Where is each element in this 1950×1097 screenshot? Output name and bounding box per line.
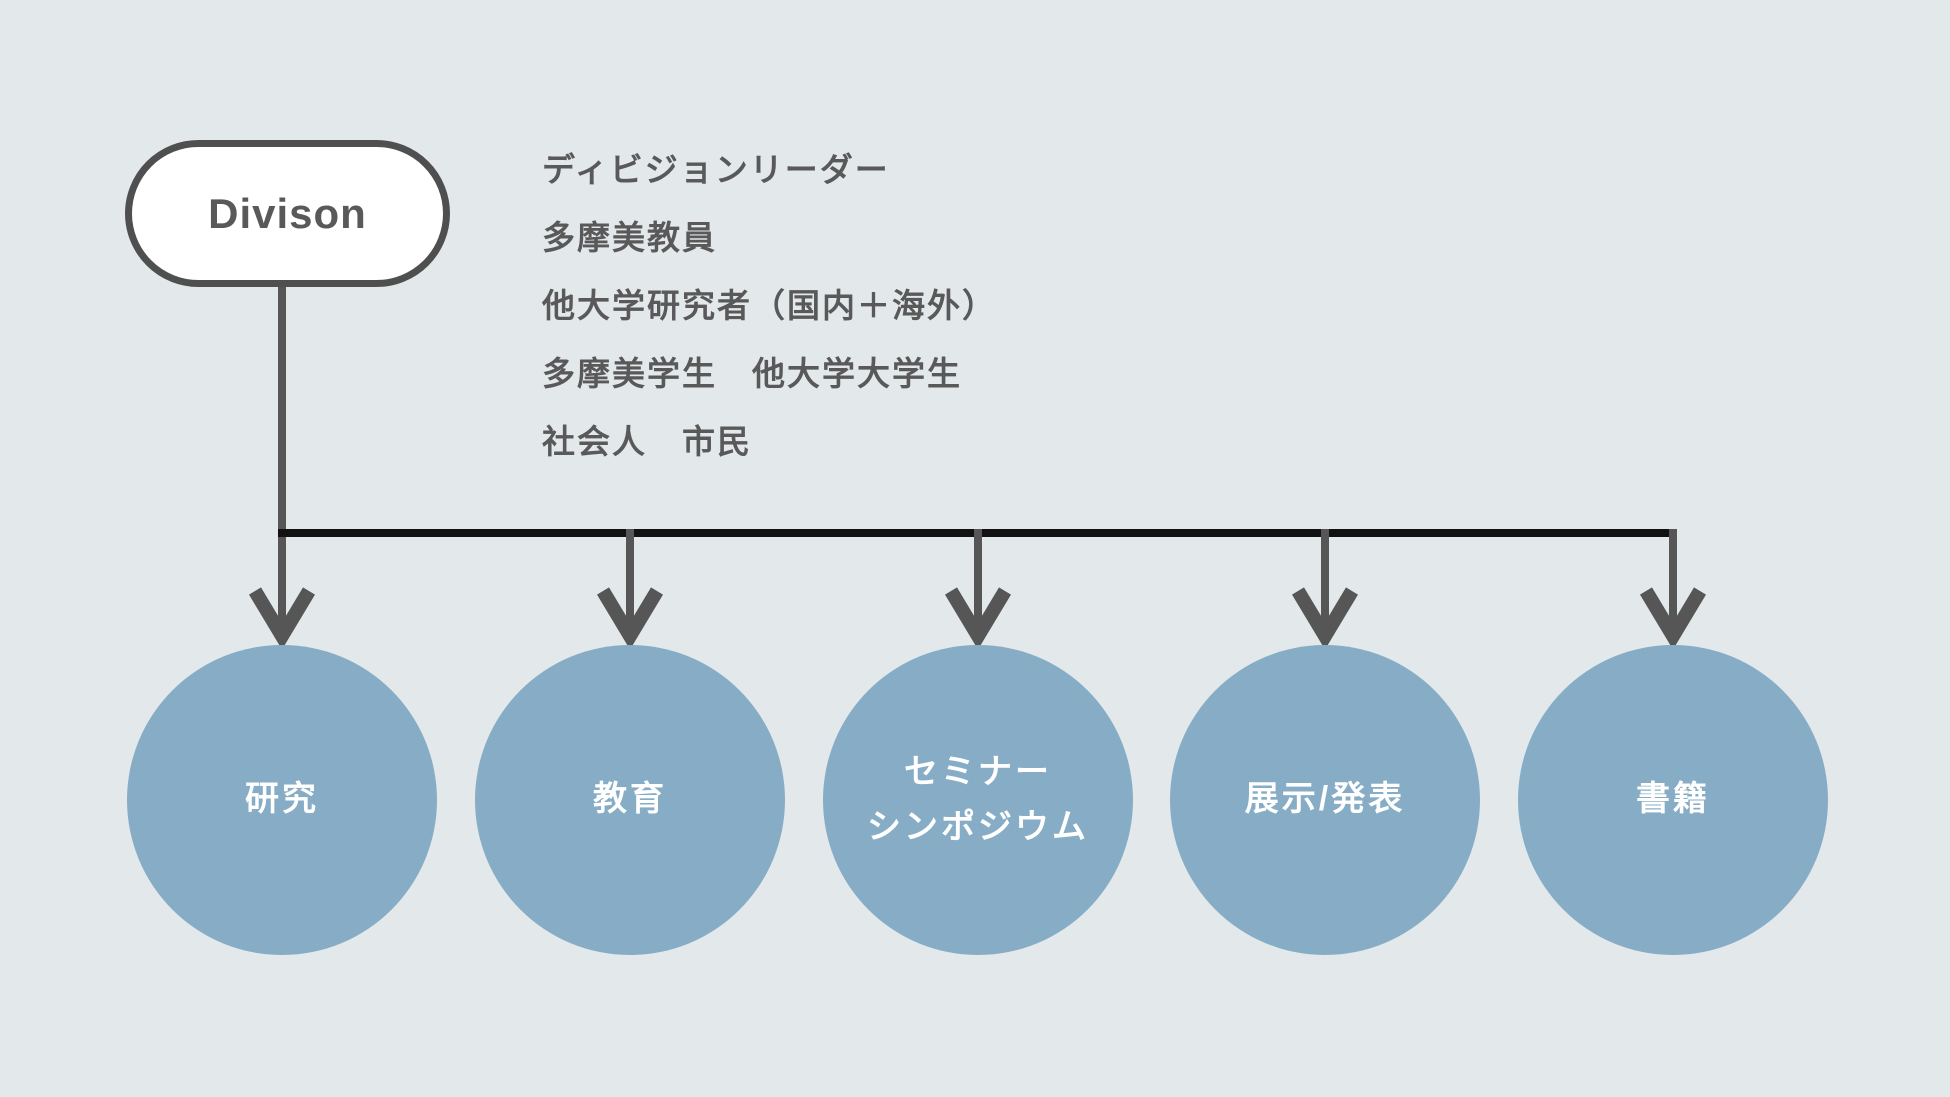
node-exhibition-presentation: 展示/発表 xyxy=(1170,645,1480,955)
arrowhead-research-icon xyxy=(248,587,316,650)
arrowhead-exhibition-icon xyxy=(1291,587,1359,650)
node-education-label: 教育 xyxy=(593,780,667,819)
node-seminar-symposium: セミナー シンポジウム xyxy=(823,645,1133,955)
node-education: 教育 xyxy=(475,645,785,955)
node-research-label: 研究 xyxy=(245,780,319,819)
node-books: 書籍 xyxy=(1518,645,1828,955)
stakeholder-item-researchers: 他大学研究者（国内＋海外） xyxy=(542,287,997,324)
stakeholder-item-leader: ディビジョンリーダー xyxy=(542,151,890,188)
arrowhead-education-icon xyxy=(596,587,664,650)
division-node: Divison xyxy=(125,140,450,287)
stakeholder-list: ディビジョンリーダー 多摩美教員 他大学研究者（国内＋海外） 多摩美学生 他大学… xyxy=(542,136,997,476)
node-exhibition-presentation-label: 展示/発表 xyxy=(1244,780,1406,819)
stakeholder-item-students: 多摩美学生 他大学大学生 xyxy=(542,355,962,392)
division-label: Divison xyxy=(208,189,367,237)
arrowhead-seminar-icon xyxy=(944,587,1012,650)
node-research: 研究 xyxy=(127,645,437,955)
stakeholder-item-faculty: 多摩美教員 xyxy=(542,219,717,256)
node-books-label: 書籍 xyxy=(1636,780,1710,819)
node-seminar-symposium-label: セミナー シンポジウム xyxy=(867,752,1089,846)
arrowhead-books-icon xyxy=(1639,587,1707,650)
stakeholder-item-citizens: 社会人 市民 xyxy=(542,423,752,460)
